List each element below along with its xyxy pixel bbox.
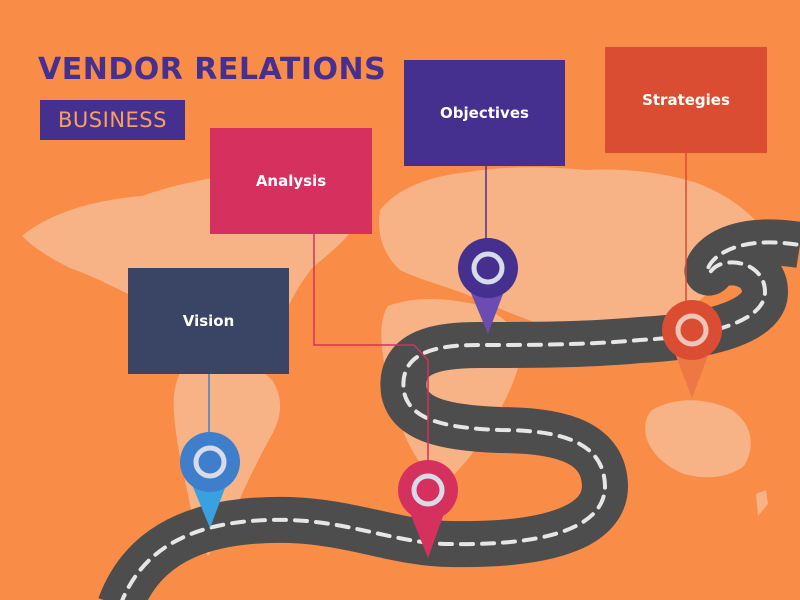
stage-card-strategies: Strategies [605, 47, 767, 153]
stage-card-vision: Vision [128, 268, 289, 374]
connector-lines [208, 153, 687, 472]
pin-strategies-tip [673, 348, 711, 398]
connector-analysis [313, 234, 429, 472]
stage-card-objectives: Objectives [404, 60, 565, 166]
pin-analysis-ring [411, 473, 445, 507]
stage-label-analysis: Analysis [255, 172, 327, 190]
pin-objectives [458, 238, 518, 334]
pin-analysis [398, 460, 458, 558]
pin-objectives-ring [471, 251, 505, 285]
subtitle-badge: BUSINESS [40, 100, 185, 140]
stage-label-objectives: Objectives [440, 104, 529, 122]
pin-objectives-head [458, 238, 518, 298]
pin-analysis-tip [408, 508, 446, 558]
pin-vision-ring [193, 445, 227, 479]
pin-objectives-tip [468, 286, 506, 334]
stage-label-strategies: Strategies [642, 91, 730, 109]
pin-vision [180, 432, 240, 528]
page-title: VENDOR RELATIONS [38, 52, 387, 87]
stage-card-analysis: Analysis [210, 128, 372, 234]
road-center-dashes [120, 240, 800, 600]
road [98, 219, 800, 600]
subtitle-label: BUSINESS [58, 108, 167, 132]
map-australia [645, 400, 751, 478]
pin-vision-tip [190, 480, 228, 528]
pin-analysis-head [398, 460, 458, 520]
pin-strategies-head [662, 300, 722, 360]
pin-vision-head [180, 432, 240, 492]
pin-strategies [662, 300, 722, 398]
map-new-zealand [756, 490, 768, 516]
pin-strategies-ring [675, 313, 709, 347]
stage-label-vision: Vision [182, 312, 235, 330]
